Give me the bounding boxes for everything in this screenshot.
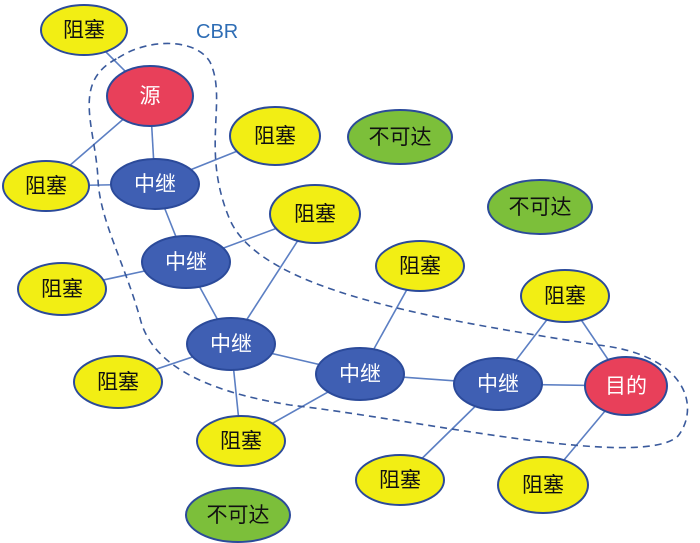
node-shape	[355, 454, 445, 506]
node-label: 中继	[165, 250, 207, 274]
node-blocked-b2: 阻塞	[2, 160, 90, 212]
node-shape	[375, 240, 465, 292]
node-blocked-b8: 阻塞	[375, 240, 465, 292]
node-shape	[186, 317, 276, 371]
node-label: 阻塞	[544, 284, 586, 308]
node-unreachable-u1: 不可达	[347, 109, 453, 165]
node-shape	[453, 357, 543, 411]
node-blocked-b6: 阻塞	[73, 355, 163, 409]
node-relay-r1: 中继	[110, 158, 200, 210]
node-label: 阻塞	[399, 254, 441, 278]
node-label: 阻塞	[379, 468, 421, 492]
node-label: 阻塞	[25, 174, 67, 198]
node-unreachable-u2: 不可达	[487, 179, 593, 235]
node-shape	[520, 269, 610, 323]
node-shape	[196, 415, 286, 467]
node-label: 阻塞	[41, 277, 83, 301]
node-unreachable-u3: 不可达	[185, 487, 291, 543]
node-blocked-b9: 阻塞	[520, 269, 610, 323]
node-blocked-b7: 阻塞	[196, 415, 286, 467]
node-relay-r3: 中继	[186, 317, 276, 371]
node-shape	[185, 487, 291, 543]
node-label: 不可达	[509, 195, 572, 219]
node-shape	[315, 347, 405, 401]
node-relay-r4: 中继	[315, 347, 405, 401]
node-blocked-b4: 阻塞	[269, 184, 361, 244]
node-label: 阻塞	[97, 370, 139, 394]
node-shape	[229, 106, 321, 166]
node-shape	[141, 235, 231, 289]
node-label: 中继	[210, 332, 252, 356]
node-label: 阻塞	[254, 124, 296, 148]
node-label: 阻塞	[63, 18, 105, 42]
node-shape	[73, 355, 163, 409]
node-blocked-b5: 阻塞	[17, 262, 107, 316]
node-shape	[2, 160, 90, 212]
node-shape	[487, 179, 593, 235]
node-shape	[110, 158, 200, 210]
node-shape	[17, 262, 107, 316]
node-label: 中继	[339, 362, 381, 386]
cbr-region-outline	[88, 42, 689, 449]
node-label: 源	[140, 84, 161, 108]
node-relay-r5: 中继	[453, 357, 543, 411]
node-blocked-b1: 阻塞	[40, 4, 128, 56]
node-blocked-b11: 阻塞	[497, 456, 589, 514]
node-shape	[584, 356, 668, 416]
node-blocked-b3: 阻塞	[229, 106, 321, 166]
node-destination-dst: 目的	[584, 356, 668, 416]
node-shape	[106, 65, 194, 127]
node-label: 阻塞	[294, 202, 336, 226]
node-label: 阻塞	[220, 429, 262, 453]
cbr-region-label: CBR	[196, 21, 238, 43]
node-shape	[497, 456, 589, 514]
node-shape	[347, 109, 453, 165]
node-label: 目的	[605, 374, 647, 398]
node-label: 阻塞	[522, 473, 564, 497]
node-label: 不可达	[207, 503, 270, 527]
node-shape	[40, 4, 128, 56]
node-label: 中继	[477, 372, 519, 396]
node-source-src: 源	[106, 65, 194, 127]
node-shape	[269, 184, 361, 244]
node-blocked-b10: 阻塞	[355, 454, 445, 506]
node-label: 中继	[134, 172, 176, 196]
nodes-layer: 源中继中继中继中继中继目的阻塞阻塞阻塞阻塞阻塞阻塞阻塞阻塞阻塞阻塞阻塞不可达不可…	[2, 4, 668, 543]
node-relay-r2: 中继	[141, 235, 231, 289]
node-label: 不可达	[369, 125, 432, 149]
